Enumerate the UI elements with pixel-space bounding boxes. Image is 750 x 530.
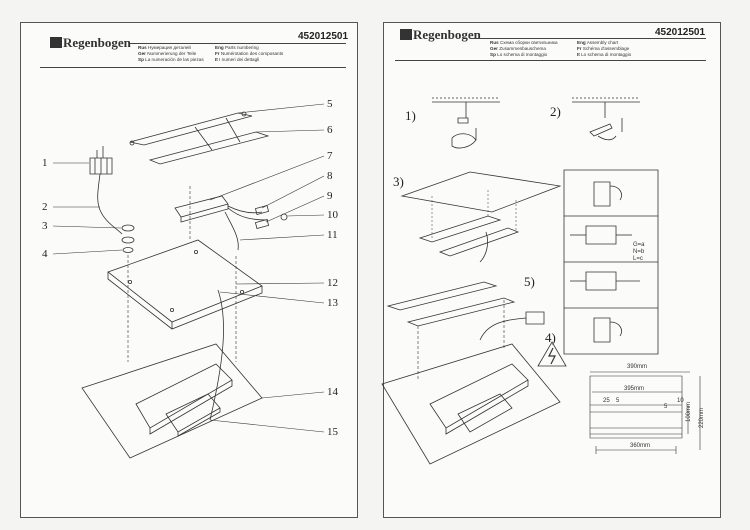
part-label-11: 11 (327, 229, 338, 241)
header-rule (130, 43, 346, 44)
brand-logo-right: Regenbogen (400, 27, 481, 43)
step5-drawing (388, 282, 544, 340)
brand-name: Regenbogen (63, 35, 131, 50)
lamp-shade-drawing (82, 344, 262, 458)
part-label-5: 5 (327, 98, 333, 110)
dim-small-d: 10 (677, 398, 684, 404)
header-rule (470, 38, 706, 39)
part-label-12: 12 (327, 277, 338, 289)
led-driver-drawing (175, 196, 268, 250)
header-rule (40, 67, 346, 68)
step1-drawing (432, 98, 500, 148)
assembled-lamp-drawing (382, 300, 560, 464)
step3-drawing (402, 172, 560, 262)
step-label-5: 5) (524, 274, 535, 289)
washers-drawing (122, 225, 134, 253)
base-plate-drawing (108, 240, 262, 420)
header-rule (395, 60, 706, 61)
wire-legend: G=a N=b L=c (633, 242, 645, 262)
part-number-left: 452012501 (298, 31, 349, 42)
legend-left-col1: Rus Нумерация деталей Ger Nummerierung d… (138, 45, 204, 62)
part-label-13: 13 (327, 297, 338, 309)
step-label-3: 3) (393, 174, 404, 189)
logo-mark-icon (50, 37, 62, 48)
dim-base: 360mm (630, 443, 651, 449)
dim-small-a: 25 (603, 398, 610, 404)
part-label-14: 14 (327, 386, 338, 398)
part-label-4: 4 (42, 248, 48, 260)
logo-mark-icon (400, 29, 412, 40)
brand-name: Regenbogen (413, 27, 481, 42)
part-label-7: 7 (327, 150, 333, 162)
terminal-block-drawing (90, 146, 122, 234)
step-label-4: 4) (545, 330, 556, 345)
part-label-10: 10 (327, 209, 338, 221)
legend-right-col1: Rus Схема сборки светильника Ger Zusamme… (490, 40, 558, 57)
part-label-6: 6 (327, 124, 333, 136)
dimension-drawing (590, 372, 700, 454)
dim-small-c: 5 (664, 404, 668, 410)
wiring-detail-panel (564, 170, 658, 354)
part-label-3: 3 (42, 220, 48, 232)
part-label-2: 2 (42, 201, 48, 213)
part-label-9: 9 (327, 190, 333, 202)
dim-outer: 390mm (627, 364, 648, 370)
part-label-1: 1 (42, 157, 48, 169)
brand-logo-left: Regenbogen (50, 35, 131, 51)
wire-connectors-drawing (255, 206, 287, 229)
part-label-15: 15 (327, 426, 338, 438)
step2-drawing (572, 98, 640, 140)
assembly-guides (128, 186, 236, 362)
legend-right-col2: Eng Assembly chart Fr Schéma d'assemblag… (577, 40, 632, 57)
parts-page (20, 22, 358, 518)
electrical-warning-icon (538, 342, 566, 366)
leader-lines (53, 104, 324, 432)
part-number-right: 452012501 (655, 27, 706, 38)
mounting-bracket-drawing (130, 112, 268, 164)
assembly-page (383, 22, 721, 518)
legend-left-col2: Eng Parts numbering Fr Numérotation des … (215, 45, 284, 62)
dim-small-b: 5 (616, 398, 620, 404)
step-label-2: 2) (550, 104, 561, 119)
step-label-1: 1) (405, 108, 416, 123)
part-label-8: 8 (327, 170, 333, 182)
dim-inner: 395mm (624, 386, 645, 392)
